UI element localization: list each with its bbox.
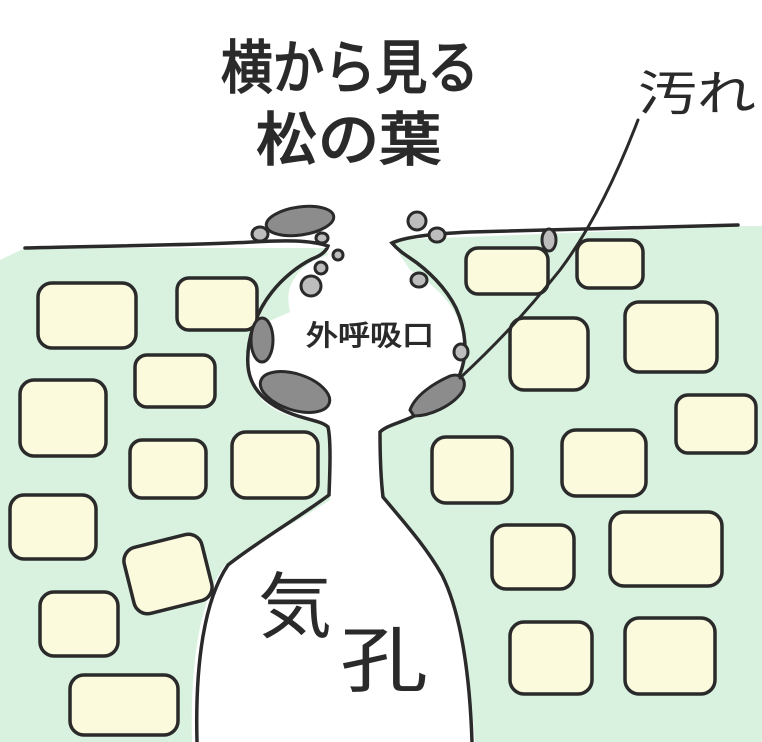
epidermis-right [378,223,740,742]
dirt-particle [249,316,275,364]
stoma-label-char-2: 孔 [340,619,428,703]
dirt-particle [331,248,345,262]
cell [68,673,180,737]
cell [175,276,259,332]
dirt-particle [250,225,270,243]
dirt-particles [249,204,558,418]
cells-right [430,238,758,696]
stoma-label-char-1: 気 [258,565,332,649]
dirt-particle [540,227,558,253]
title-line-2: 松の葉 [256,106,442,174]
cell [230,430,320,500]
dirt-particle [408,373,466,418]
cell [575,238,645,290]
dirt-particle [313,260,329,276]
external-opening-label: 外呼吸口 [306,319,434,352]
dirt-particle [264,204,336,238]
cell [508,316,590,392]
cell [430,435,514,505]
dirt-particle [299,274,323,298]
dirt-label: 汚れ [638,66,756,122]
cell [128,438,208,500]
dirt-leader-line [458,118,640,380]
cell [36,281,138,350]
dirt-particle [452,342,470,362]
cell [560,428,648,498]
cell [623,300,719,374]
dirt-particle [314,231,330,245]
cell [8,493,98,561]
dirt-particle [427,226,447,244]
cell [133,353,217,409]
cell [38,590,120,658]
cell [674,393,758,455]
cell [608,510,724,588]
cell [508,620,594,696]
dirt-particle [406,210,428,232]
cell [18,378,108,458]
cell [122,532,214,616]
cell [464,246,550,296]
title-line-1: 横から見る [221,34,479,102]
cell [490,523,576,591]
dirt-particle [258,370,332,414]
dirt-particle [409,271,429,289]
cells-left [8,276,320,737]
epidermis-left [23,239,332,742]
cell [623,616,717,696]
